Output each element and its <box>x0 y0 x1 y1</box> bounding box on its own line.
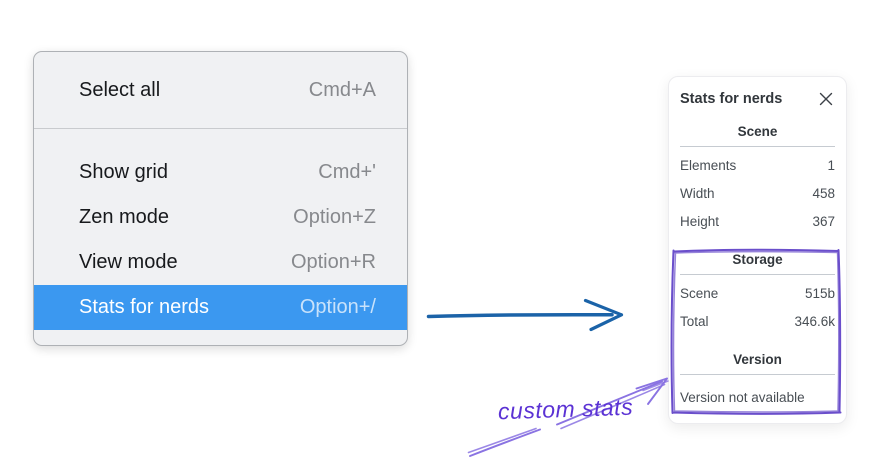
menu-item-label: Show grid <box>79 161 168 183</box>
menu-item-stats-for-nerds[interactable]: Stats for nerds Option+/ <box>34 285 407 330</box>
menu-item-show-grid[interactable]: Show grid Cmd+' <box>34 150 407 195</box>
close-icon[interactable] <box>817 90 835 108</box>
menu-item-select-all[interactable]: Select all Cmd+A <box>34 65 407 115</box>
annotation-custom-stats-label: custom stats <box>497 393 634 425</box>
section-version: Version Version not available <box>680 352 835 408</box>
stat-row-total: Total 346.6k <box>680 308 835 336</box>
menu-group-bottom: Show grid Cmd+' Zen mode Option+Z View m… <box>34 129 407 345</box>
menu-item-label: View mode <box>79 251 178 273</box>
stat-row-height: Height 367 <box>680 208 835 236</box>
menu-item-view-mode[interactable]: View mode Option+R <box>34 240 407 285</box>
context-menu: Select all Cmd+A Show grid Cmd+' Zen mod… <box>33 51 408 346</box>
stat-label: Scene <box>680 286 719 301</box>
stat-value: 346.6k <box>794 314 835 329</box>
blue-arrow <box>426 298 624 332</box>
menu-item-zen-mode[interactable]: Zen mode Option+Z <box>34 195 407 240</box>
stat-label: Width <box>680 186 715 201</box>
version-note: Version not available <box>680 390 805 405</box>
menu-item-shortcut: Cmd+' <box>318 161 376 183</box>
menu-item-shortcut: Option+Z <box>293 206 376 228</box>
section-divider <box>680 274 835 275</box>
stats-panel-header: Stats for nerds <box>680 90 835 108</box>
menu-item-shortcut: Option+/ <box>299 296 376 318</box>
stat-label: Total <box>680 314 709 329</box>
section-divider <box>680 374 835 375</box>
stats-panel: Stats for nerds Scene Elements 1 Width 4… <box>668 76 847 424</box>
section-header: Scene <box>737 124 778 139</box>
stat-row-width: Width 458 <box>680 180 835 208</box>
section-divider <box>680 146 835 147</box>
stat-value: 515b <box>804 286 835 301</box>
stat-value: 367 <box>812 214 835 229</box>
menu-item-label: Stats for nerds <box>79 296 210 318</box>
stat-value: 1 <box>827 158 835 173</box>
menu-group-top: Select all Cmd+A <box>34 52 407 128</box>
stat-label: Height <box>680 214 720 229</box>
stat-row-elements: Elements 1 <box>680 152 835 180</box>
section-storage: Storage Scene 515b Total 346.6k <box>680 252 835 336</box>
menu-item-shortcut: Cmd+A <box>308 78 376 101</box>
stat-value: 458 <box>812 186 835 201</box>
stat-row-scene: Scene 515b <box>680 280 835 308</box>
menu-separator <box>34 128 407 129</box>
section-header: Version <box>733 352 782 367</box>
panel-title: Stats for nerds <box>680 91 783 107</box>
menu-item-label: Select all <box>79 78 161 101</box>
stat-label: Elements <box>680 158 737 173</box>
menu-item-label: Zen mode <box>79 206 170 228</box>
menu-item-shortcut: Option+R <box>290 251 376 273</box>
section-scene: Scene Elements 1 Width 458 Height 367 <box>680 124 835 236</box>
section-header: Storage <box>732 252 783 267</box>
